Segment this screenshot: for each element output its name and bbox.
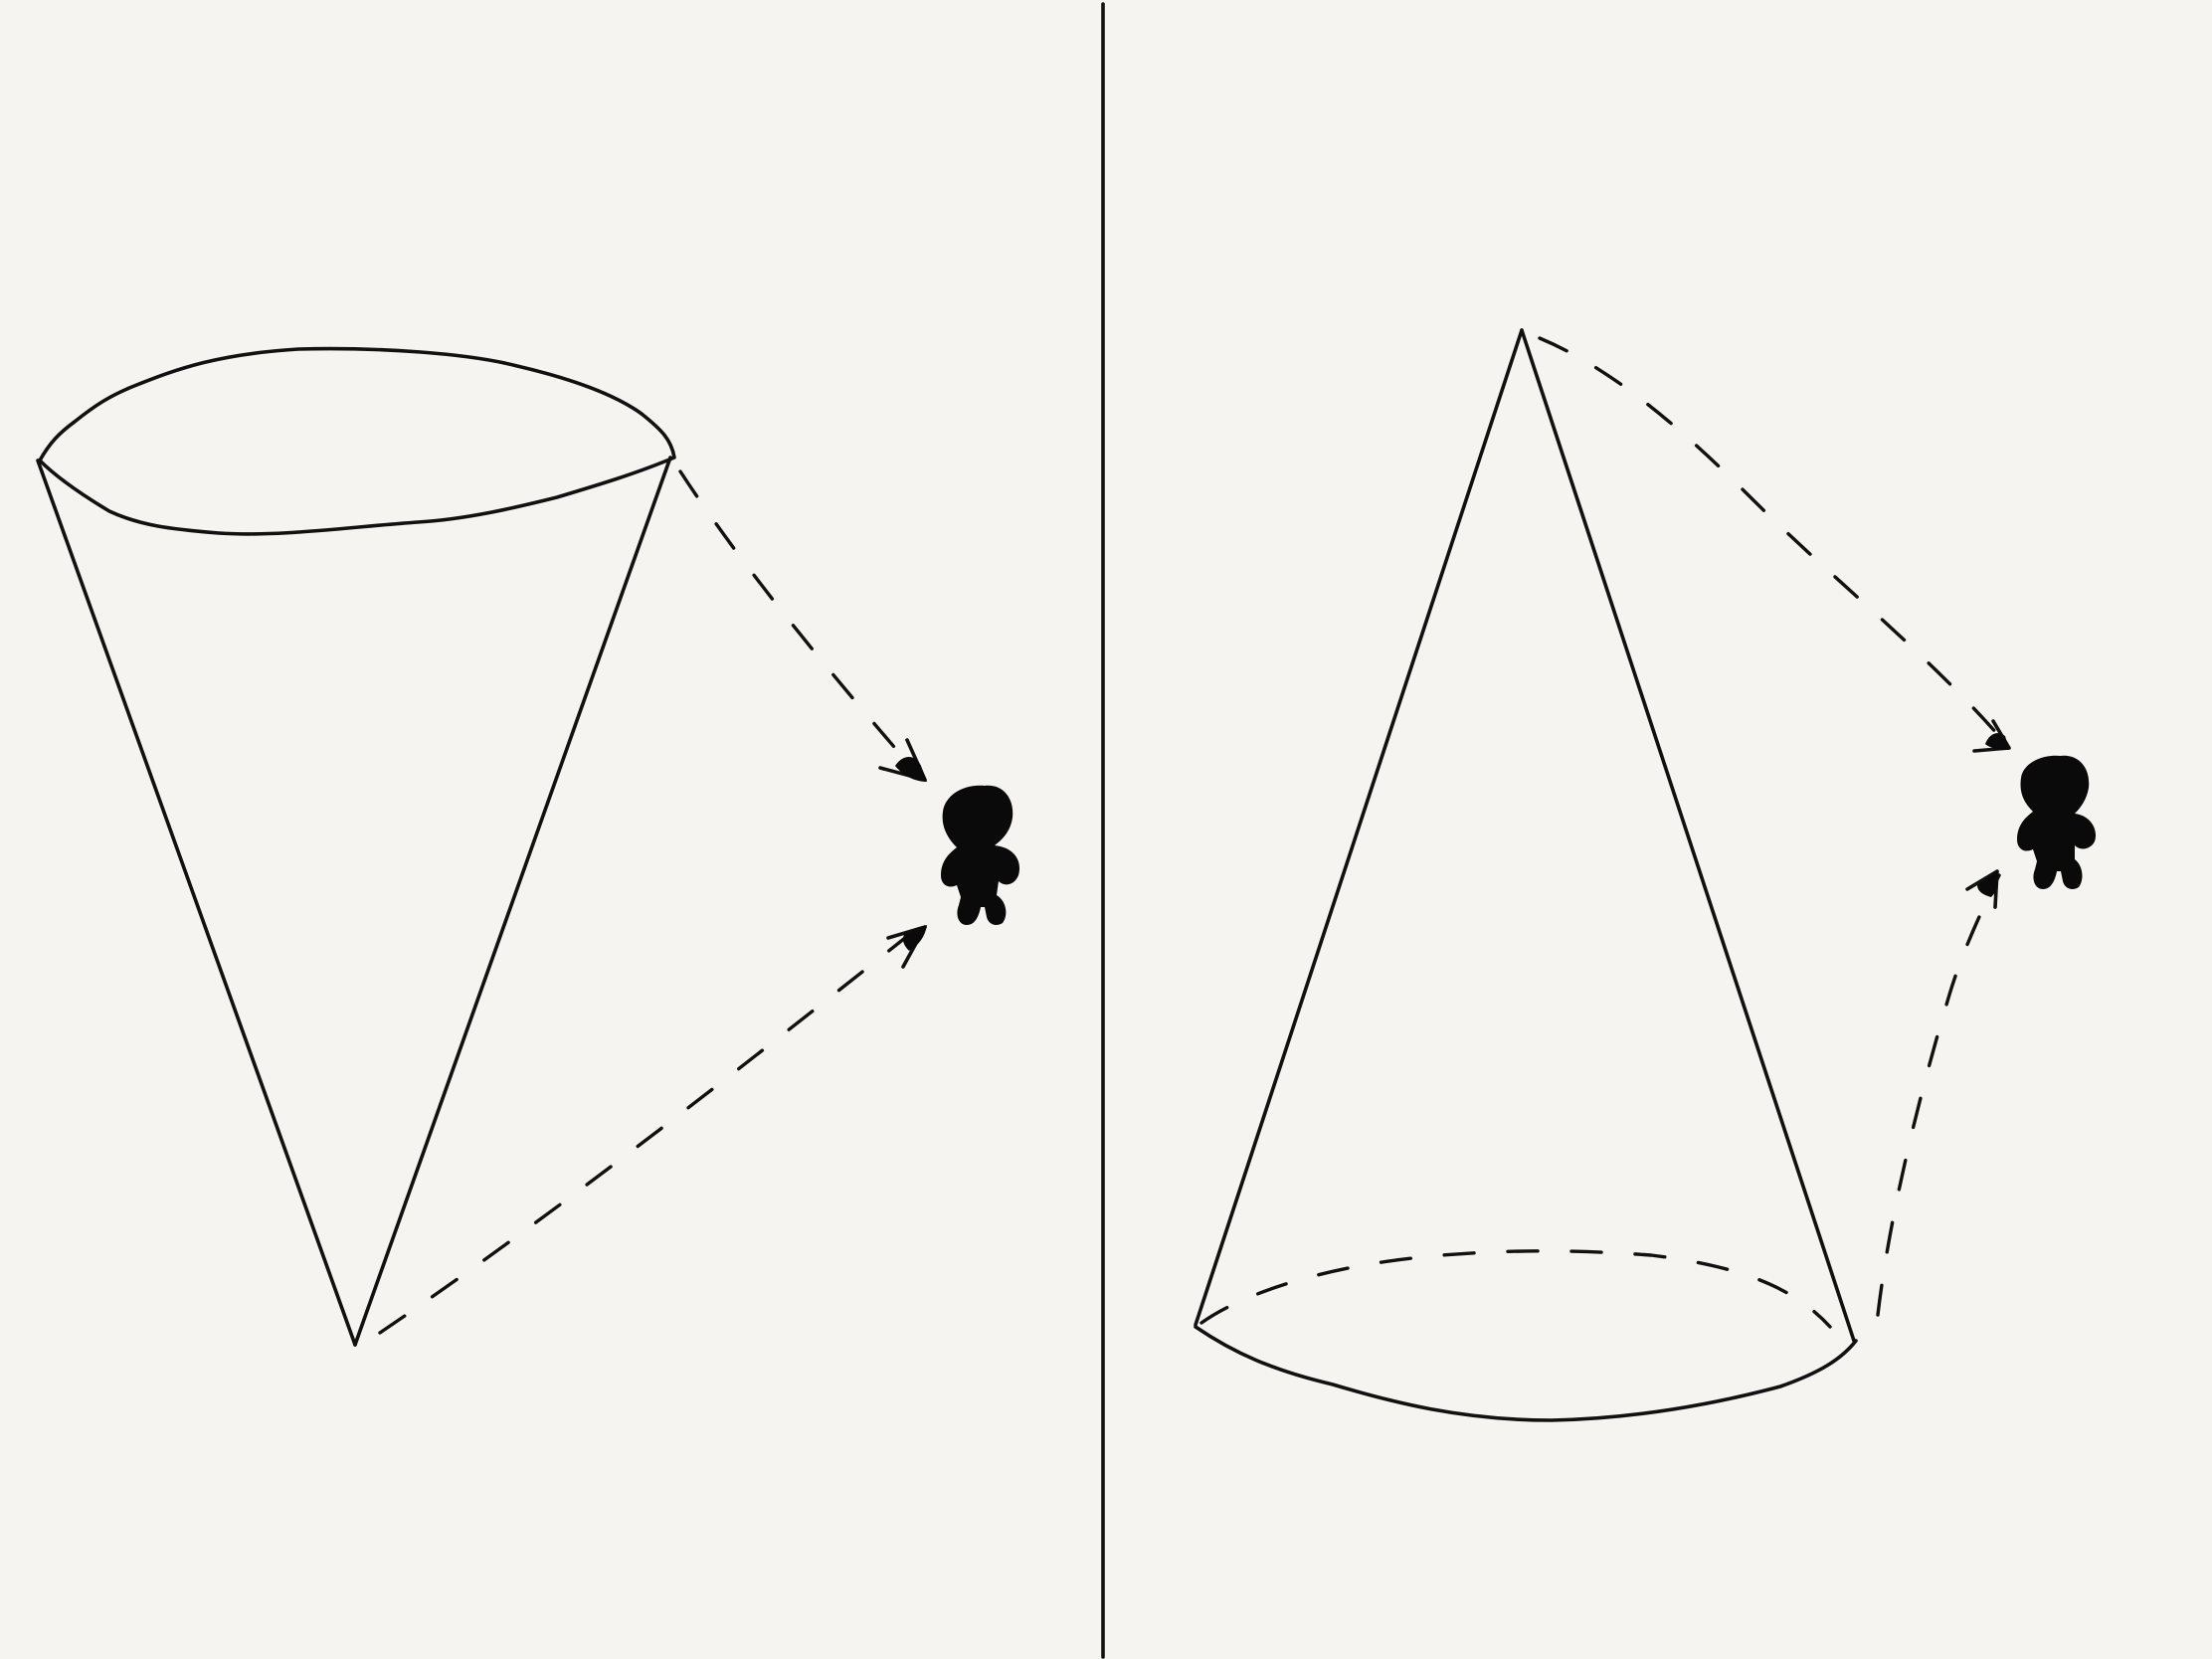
left-arrow-head-upper-fill	[895, 757, 927, 782]
left-arrow-apex-to-person	[378, 928, 917, 1335]
left-arrow-rim-to-person	[678, 469, 915, 771]
upright-cone-right-side	[1520, 328, 1856, 1343]
right-panel	[1194, 328, 2097, 1422]
right-arrow-apex-to-person	[1538, 336, 2001, 738]
right-arrow-head-lower-fill	[1977, 871, 1998, 897]
right-arrow-head-upper-fill	[1985, 733, 2009, 750]
inverted-cone-rim	[38, 346, 676, 536]
upright-cone-base-back	[1199, 1249, 1832, 1329]
right-arrow-base-to-person	[1876, 873, 2001, 1317]
inverted-cone	[36, 346, 676, 1347]
upright-cone-base-front	[1194, 1325, 1858, 1422]
inverted-cone-right-side	[353, 456, 672, 1347]
upright-cone-left-side	[1194, 328, 1524, 1327]
right-person-icon	[2017, 755, 2097, 889]
left-panel	[36, 346, 1019, 1347]
left-person-icon	[941, 785, 1019, 925]
upright-cone	[1194, 328, 1858, 1422]
inverted-cone-left-side	[36, 459, 357, 1347]
left-arrow-head-lower-fill	[902, 925, 927, 951]
